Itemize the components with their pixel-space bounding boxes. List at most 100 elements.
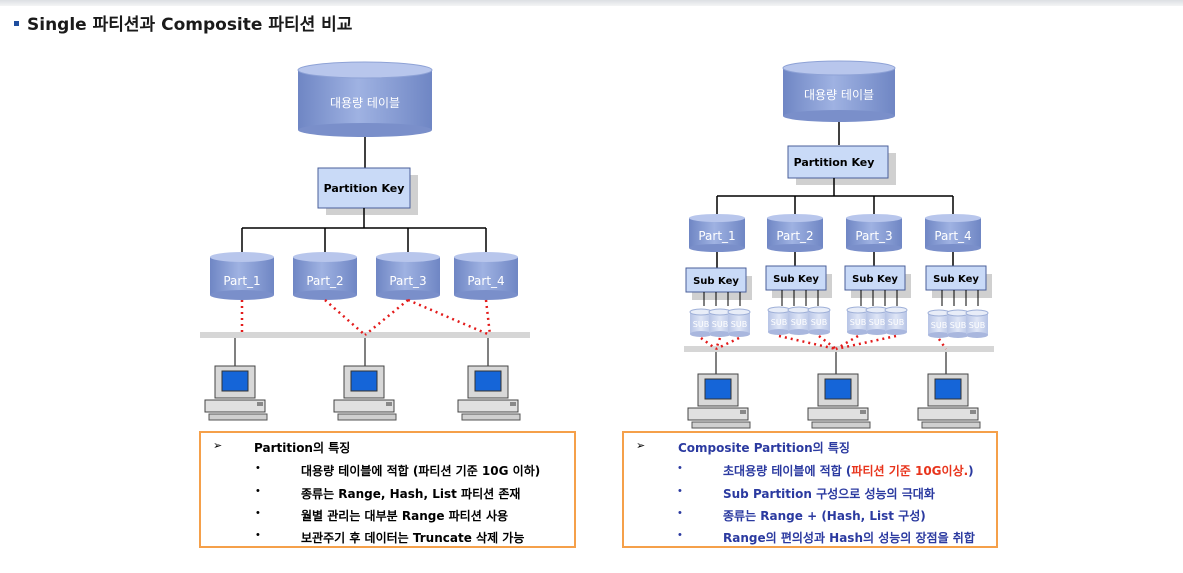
right-sub-1-3: SUB	[727, 308, 751, 337]
right-network-bar	[684, 346, 994, 352]
left-computer-3-icon	[457, 365, 521, 421]
page-title: Single 파티션과 Composite 파티션 비교	[14, 10, 352, 35]
right-info-heading: Composite Partition의 특징	[678, 441, 850, 455]
right-diagram: 대용량 테이블 Partition Key Part_1 Part_2	[684, 60, 994, 376]
right-sub-2-2: SUB	[787, 306, 811, 335]
right-part-2-label: Part_2	[776, 229, 813, 243]
right-table-label: 대용량 테이블	[804, 88, 874, 102]
right-sub-2-1: SUB	[767, 306, 791, 335]
right-info-item-3: 종류는 Range + (Hash, List 구성)	[723, 509, 926, 523]
right-part-2: Part_2	[767, 214, 823, 252]
left-info-box: ➢ Partition의 특징 • 대용량 테이블에 적합 (파티션 기준 10…	[199, 431, 576, 548]
left-table-label: 대용량 테이블	[330, 96, 400, 110]
left-info-item-4: 보관주기 후 데이터는 Truncate 삭제 가능	[301, 531, 525, 545]
right-sub-key-2: Sub Key	[765, 265, 832, 298]
left-item-3-bullet: •	[256, 507, 260, 519]
right-heading-arrow-icon: ➢	[636, 440, 646, 452]
left-part-2-label: Part_2	[306, 274, 343, 288]
right-sub-3-3: SUB	[884, 306, 908, 335]
right-dotted-links	[700, 334, 948, 351]
title-bullet-icon	[14, 20, 19, 26]
right-item-1-bullet: •	[678, 462, 682, 474]
right-part-4-label: Part_4	[934, 229, 971, 243]
right-sub-key-4-label: Sub Key	[933, 274, 979, 285]
left-heading-arrow-icon: ➢	[213, 440, 223, 452]
right-sub-2-3: SUB	[807, 306, 831, 335]
right-info-item-4: Range의 편의성과 Hash의 성능의 장점을 취합	[723, 531, 975, 545]
right-sub-group-4: SUB SUB SUB	[927, 309, 989, 338]
page-title-text: Single 파티션과 Composite 파티션 비교	[27, 15, 353, 35]
right-sub-key-1: Sub Key	[685, 267, 752, 300]
right-table-cylinder: 대용량 테이블	[782, 60, 896, 122]
right-info-item-1-suffix: )	[968, 464, 974, 478]
right-sub-4-3-label: SUB	[969, 321, 985, 330]
right-part-3-label: Part_3	[855, 229, 892, 243]
left-part-1: Part_1	[210, 252, 274, 300]
right-sub-group-2: SUB SUB SUB	[767, 306, 831, 335]
right-info-item-1-prefix: 초대용량 테이블에 적합 (	[723, 464, 852, 478]
left-info-heading: Partition의 특징	[254, 441, 351, 455]
left-part-2: Part_2	[293, 252, 357, 300]
right-sub-4-2: SUB	[946, 309, 970, 338]
right-info-item-2: Sub Partition 구성으로 성능의 극대화	[723, 487, 935, 501]
right-part-3: Part_3	[846, 214, 902, 252]
left-info-item-2: 종류는 Range, Hash, List 파티션 존재	[301, 487, 521, 501]
right-item-3-bullet: •	[678, 507, 682, 519]
right-part-1: Part_1	[689, 214, 745, 252]
left-part-4: Part_4	[454, 252, 518, 300]
right-computer-2-icon	[807, 373, 871, 429]
right-sub-3-1: SUB	[846, 306, 870, 335]
right-sub-2-2-label: SUB	[791, 318, 807, 327]
right-sub-key-2-label: Sub Key	[773, 274, 819, 285]
left-table-cylinder: 대용량 테이블	[297, 61, 433, 137]
right-sub-key-1-label: Sub Key	[693, 276, 739, 287]
right-sub-3-2: SUB	[865, 306, 889, 335]
right-sub-3-3-label: SUB	[888, 318, 904, 327]
left-partition-key-box: Partition Key	[317, 167, 418, 215]
left-item-2-bullet: •	[256, 485, 260, 497]
right-sub-3-2-label: SUB	[869, 318, 885, 327]
left-part-1-label: Part_1	[223, 274, 260, 288]
right-item-2-bullet: •	[678, 485, 682, 497]
left-part-4-label: Part_4	[467, 274, 504, 288]
right-computer-3-icon	[917, 373, 981, 429]
right-sub-1-3-label: SUB	[731, 320, 747, 329]
left-info-item-1: 대용량 테이블에 적합 (파티션 기준 10G 이하)	[301, 464, 541, 478]
right-sub-group-1: SUB SUB SUB	[689, 308, 751, 337]
right-sub-1-1-label: SUB	[693, 320, 709, 329]
right-computer-1-icon	[687, 373, 751, 429]
right-sub-3-1-label: SUB	[850, 318, 866, 327]
right-sub-1-1: SUB	[689, 308, 713, 337]
right-sub-4-2-label: SUB	[950, 321, 966, 330]
left-info-item-3: 월별 관리는 대부분 Range 파티션 사용	[301, 509, 509, 523]
left-computer-2-icon	[333, 365, 397, 421]
right-sub-2-1-label: SUB	[771, 318, 787, 327]
right-part-4: Part_4	[925, 214, 981, 252]
right-sub-key-3: Sub Key	[844, 265, 911, 298]
left-diagram: 대용량 테이블 Partition Key Part_1 Part_2	[200, 61, 530, 368]
right-sub-1-2: SUB	[708, 308, 732, 337]
left-item-4-bullet: •	[256, 529, 260, 541]
left-item-1-bullet: •	[256, 462, 260, 474]
left-computer-1-icon	[204, 365, 268, 421]
left-part-3: Part_3	[376, 252, 440, 300]
right-sub-2-3-label: SUB	[811, 318, 827, 327]
right-info-item-1: 초대용량 테이블에 적합 (파티션 기준 10G이상.)	[723, 462, 974, 479]
right-sub-group-3: SUB SUB SUB	[846, 306, 908, 335]
right-sub-key-4: Sub Key	[925, 265, 992, 298]
right-sub-1-2-label: SUB	[712, 320, 728, 329]
left-dotted-links	[240, 298, 492, 337]
right-partition-key-box: Partition Key	[787, 145, 896, 185]
right-item-4-bullet: •	[678, 529, 682, 541]
right-info-box: ➢ Composite Partition의 특징 • 초대용량 테이블에 적합…	[622, 431, 998, 548]
right-sub-key-3-label: Sub Key	[852, 274, 898, 285]
top-bar	[0, 0, 1183, 6]
right-partition-key-label: Partition Key	[794, 156, 875, 169]
right-part-1-label: Part_1	[698, 229, 735, 243]
right-sub-4-1-label: SUB	[931, 321, 947, 330]
right-sub-4-3: SUB	[965, 309, 989, 338]
right-info-item-1-highlight: 파티션 기준 10G이상.	[851, 464, 969, 478]
left-partition-key-label: Partition Key	[324, 182, 405, 195]
left-part-3-label: Part_3	[389, 274, 426, 288]
